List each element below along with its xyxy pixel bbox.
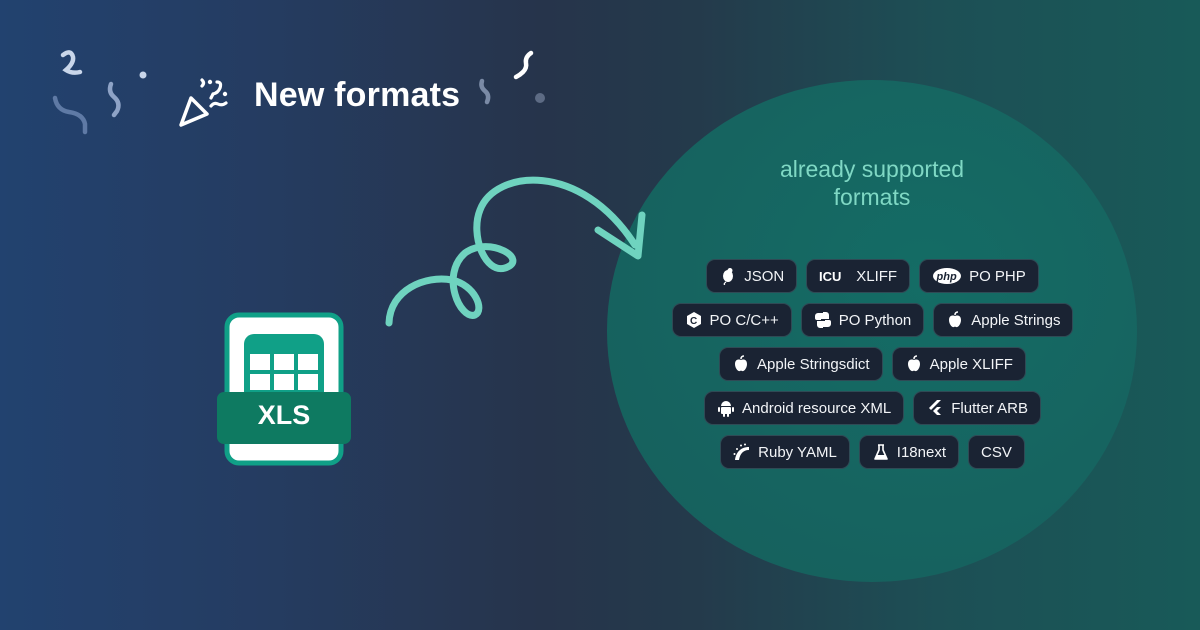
svg-text:C: C	[690, 316, 697, 327]
svg-text:ICU: ICU	[819, 269, 841, 284]
flutter-icon	[929, 400, 942, 415]
apple-icon	[949, 311, 962, 328]
chip-apple-stringsdict: Apple Stringsdict	[719, 347, 883, 381]
json-mouse-icon	[723, 268, 734, 285]
chip-json: JSON	[706, 259, 798, 293]
chip-row: JSON ICU XLIFF php PO PHP	[706, 259, 1039, 293]
chip-label: Apple Strings	[971, 311, 1061, 329]
chip-label: Flutter ARB	[951, 399, 1028, 417]
php-icon: php	[933, 268, 962, 284]
chip-i18next: I18next	[858, 435, 960, 469]
chip-label: Ruby YAML	[758, 443, 837, 461]
chip-label: PO Python	[838, 311, 912, 329]
curly-arrow-decoration	[385, 176, 646, 327]
chip-apple-xliff: Apple XLIFF	[891, 347, 1026, 381]
heading-line-1: already supported	[779, 156, 965, 182]
supported-formats-heading: already supported formats	[742, 155, 1002, 211]
chip-android-xml: Android resource XML	[704, 391, 905, 425]
svg-text:php: php	[936, 271, 957, 283]
chip-row: Android resource XML Flutter ARB	[704, 391, 1041, 425]
chip-label: CSV	[981, 443, 1012, 461]
xls-label: XLS	[257, 400, 311, 430]
chip-po-php: php PO PHP	[919, 259, 1039, 293]
chip-po-python: PO Python	[800, 303, 925, 337]
xls-file-icon	[217, 312, 351, 466]
page-title: New formats	[254, 76, 461, 114]
apple-icon	[907, 355, 920, 372]
c-lang-icon: C	[686, 312, 701, 328]
python-icon	[814, 312, 831, 328]
rails-icon	[733, 443, 750, 460]
chip-ruby-yaml: Ruby YAML	[720, 435, 850, 469]
chip-label: JSON	[744, 267, 785, 285]
party-popper-icon	[179, 78, 228, 127]
confetti-decoration	[52, 50, 545, 135]
chip-label: Apple XLIFF	[929, 355, 1013, 373]
android-icon	[718, 401, 735, 417]
chip-row: Apple Stringsdict Apple XLIFF	[719, 347, 1026, 381]
chip-apple-strings: Apple Strings	[933, 303, 1074, 337]
chip-label: XLIFF	[856, 267, 898, 285]
chip-label: PO PHP	[969, 267, 1026, 285]
apple-icon	[735, 355, 748, 372]
chip-label: I18next	[896, 443, 947, 461]
chip-csv: CSV	[968, 435, 1025, 469]
chip-icu-xliff: ICU XLIFF	[806, 259, 911, 293]
chip-row: C PO C/C++ PO Python Apple Strings	[671, 303, 1074, 337]
chip-label: PO C/C++	[709, 311, 779, 329]
flask-icon	[873, 444, 888, 460]
icu-icon: ICU	[819, 269, 841, 284]
chip-po-c: C PO C/C++	[671, 303, 792, 337]
chip-row: Ruby YAML I18next CSV	[720, 435, 1025, 469]
chip-label: Apple Stringsdict	[757, 355, 870, 373]
chip-flutter-arb: Flutter ARB	[913, 391, 1041, 425]
format-chip-list: JSON ICU XLIFF php PO PHP C PO C/C++ PO …	[640, 259, 1105, 469]
heading-line-2: formats	[833, 184, 911, 210]
chip-label: Android resource XML	[742, 399, 892, 417]
